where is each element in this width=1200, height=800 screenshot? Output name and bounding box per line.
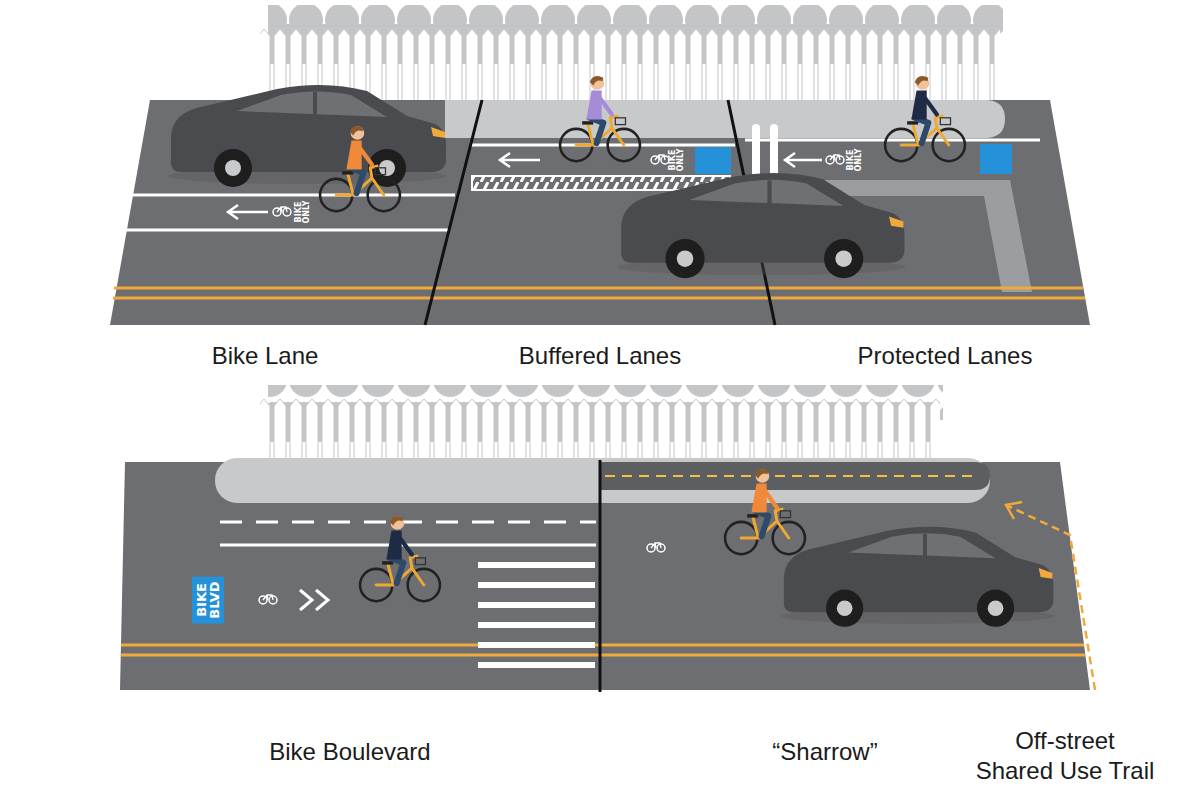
cyclist	[360, 516, 440, 601]
sidewalk-bottom	[215, 458, 990, 503]
car	[780, 527, 1054, 627]
trail-centerline	[605, 475, 975, 477]
panel-caption: Buffered Lanes	[519, 341, 681, 371]
cyclist	[560, 76, 640, 161]
sign-text: BIKE BLVD	[195, 581, 221, 618]
pavement-stencil: BIKE ONLY	[847, 148, 863, 171]
blue-paint	[695, 147, 731, 174]
panel-caption: Bike Boulevard	[269, 737, 430, 767]
pavement-stencil: BIKE ONLY	[669, 148, 685, 171]
panel-divider-bottom	[599, 460, 602, 692]
cyclist	[885, 76, 965, 161]
fence-bottom	[260, 398, 940, 468]
shared-use-trail	[600, 462, 990, 490]
pavement-stencil: BIKE ONLY	[295, 200, 311, 223]
cyclist	[320, 126, 400, 211]
bike-blvd-sign: BIKE BLVD	[192, 576, 224, 623]
panel-caption: Off-street Shared Use Trail	[974, 726, 1156, 786]
crosswalk	[478, 562, 595, 668]
cyclist	[725, 469, 805, 554]
car	[167, 85, 447, 187]
blue-paint	[980, 144, 1012, 174]
panel-caption: “Sharrow”	[772, 737, 877, 767]
bike-symbol	[651, 155, 669, 164]
bike-symbol	[273, 207, 291, 216]
double-yellow-bottom	[121, 645, 1085, 655]
panel-caption: Protected Lanes	[858, 341, 1033, 371]
panel-caption: Bike Lane	[212, 341, 319, 371]
lane-markings-bottom	[220, 522, 596, 610]
double-yellow-top	[113, 288, 1085, 298]
fence-top	[260, 28, 1000, 103]
bike-symbol	[647, 543, 665, 552]
car	[617, 173, 905, 278]
trail-pointer	[1006, 502, 1095, 690]
bike-symbol	[826, 155, 844, 164]
bike-symbol	[259, 595, 277, 604]
